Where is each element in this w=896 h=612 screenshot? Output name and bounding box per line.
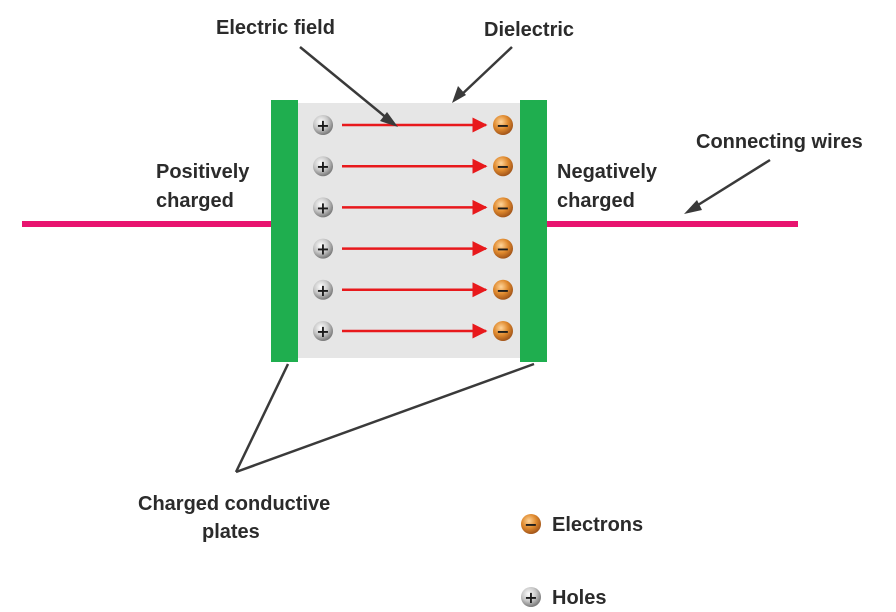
plates-pointer-right [235, 362, 535, 474]
field-lines-group: + − + − + − + − + − + − [313, 115, 513, 341]
electric-field-pointer [299, 46, 395, 125]
legend-holes-label: Holes [552, 587, 606, 609]
electron-icon [493, 197, 513, 218]
hole-symbol: + [316, 157, 329, 176]
electron-icon [493, 238, 513, 259]
legend-hole-symbol: + [524, 588, 537, 607]
hole-symbol: + [316, 198, 329, 217]
negative-plate [520, 100, 547, 362]
electron-symbol: − [496, 116, 509, 135]
electron-symbol: − [496, 322, 509, 341]
hole-symbol: + [316, 281, 329, 300]
electron-icon [493, 279, 513, 300]
electric-field-pointer-head [380, 112, 398, 127]
plates-label-line2: plates [202, 521, 260, 543]
hole-symbol: + [316, 240, 329, 259]
hole-icon [313, 156, 333, 177]
hole-icon [313, 279, 333, 300]
hole-icon [313, 115, 333, 135]
legend-electrons-label: Electrons [552, 514, 643, 536]
hole-icon [313, 321, 333, 341]
hole-icon [313, 238, 333, 259]
electron-symbol: − [496, 198, 509, 217]
positively-charged-label-line1: Positively [156, 161, 250, 183]
legend-hole-icon [521, 587, 541, 607]
dielectric-pointer-head [452, 86, 466, 103]
dielectric-pointer [457, 46, 513, 99]
positive-plate [271, 100, 298, 362]
electron-symbol: − [496, 157, 509, 176]
plates-pointer-left [234, 363, 290, 473]
electron-icon [493, 115, 513, 135]
hole-icon [313, 197, 333, 218]
electron-symbol: − [496, 281, 509, 300]
electron-icon [493, 321, 513, 341]
legend-electron-symbol: − [524, 515, 537, 534]
hole-symbol: + [316, 116, 329, 135]
hole-symbol: + [316, 322, 329, 341]
negatively-charged-label-line1: Negatively [557, 161, 658, 183]
connecting-wires-pointer-head [684, 200, 702, 214]
legend: − Electrons + Holes [521, 514, 643, 609]
legend-electron-icon [521, 514, 541, 534]
plates-label-line1: Charged conductive [138, 493, 330, 515]
negatively-charged-label-line2: charged [557, 190, 635, 212]
connecting-wires-pointer [689, 158, 771, 212]
dielectric-region [298, 103, 520, 358]
electron-icon [493, 156, 513, 177]
connecting-wires-label: Connecting wires [696, 131, 863, 153]
positively-charged-label-line2: charged [156, 190, 234, 212]
electron-symbol: − [496, 240, 509, 259]
dielectric-label: Dielectric [484, 19, 574, 41]
electric-field-label: Electric field [216, 17, 335, 39]
